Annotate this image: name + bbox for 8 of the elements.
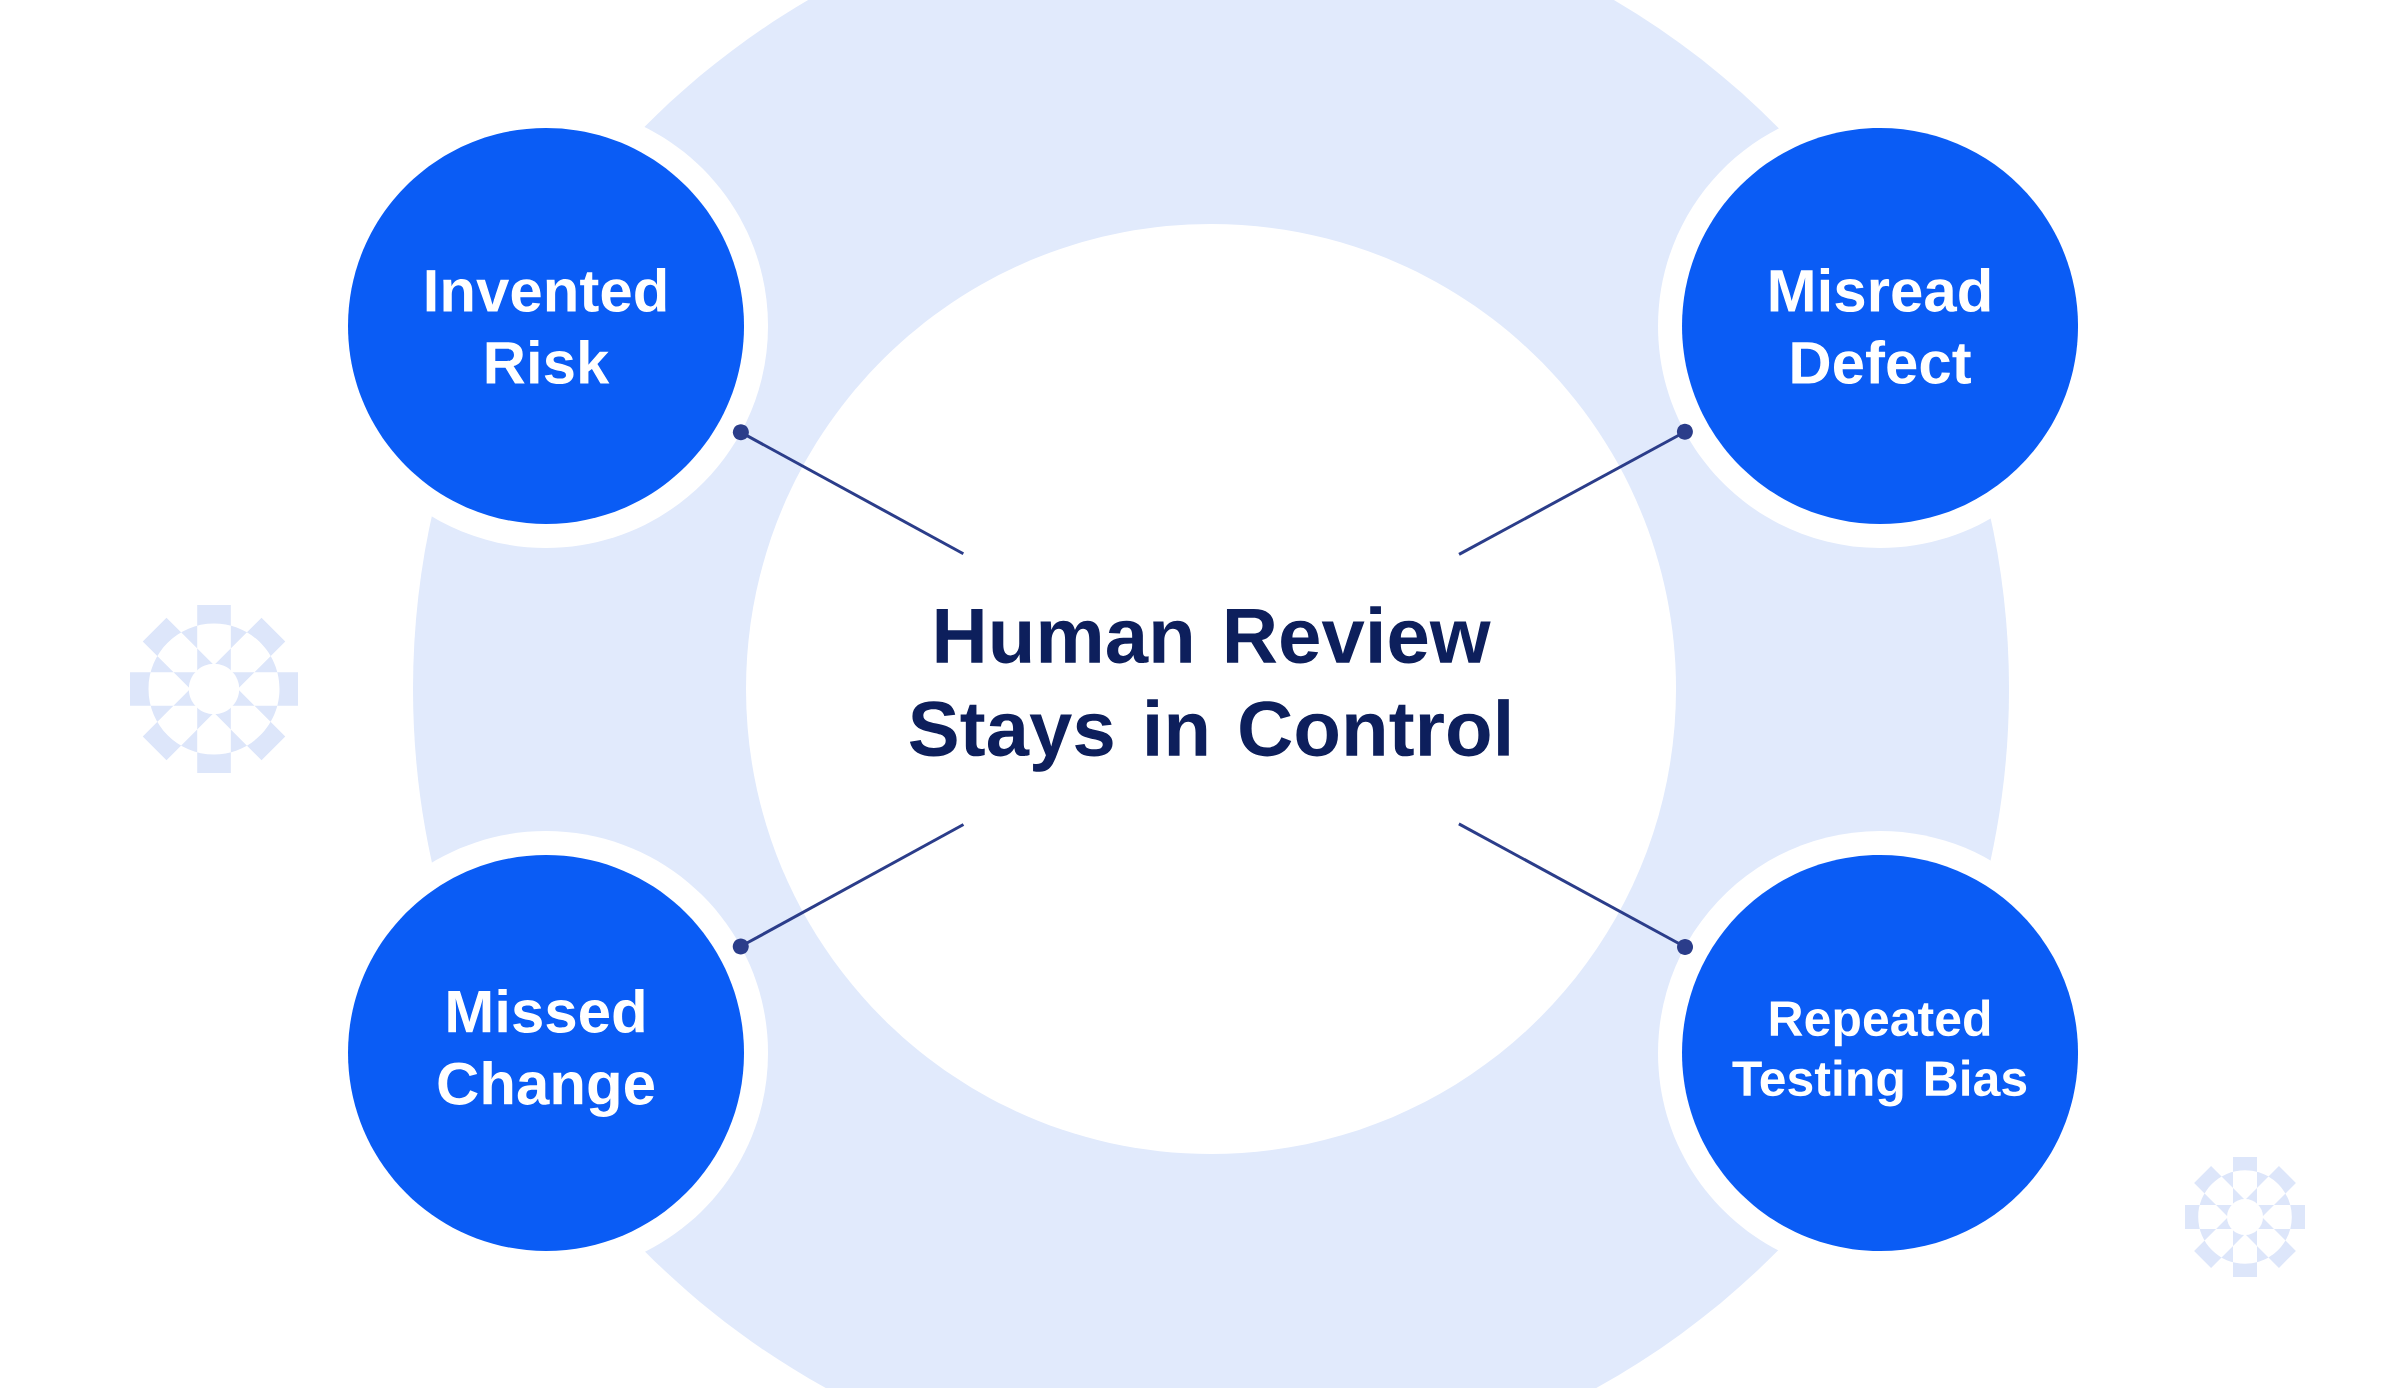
connector-line [732, 424, 965, 556]
connector-line [732, 823, 965, 955]
node-label: Missed Change [438, 988, 654, 1118]
connector-line [1458, 822, 1694, 955]
node-label: Repeated Testing Bias [1732, 999, 2027, 1107]
node-label: Misread Defect [1770, 267, 1990, 384]
connector-line [1458, 423, 1693, 556]
node-label: Invented Risk [426, 267, 666, 384]
